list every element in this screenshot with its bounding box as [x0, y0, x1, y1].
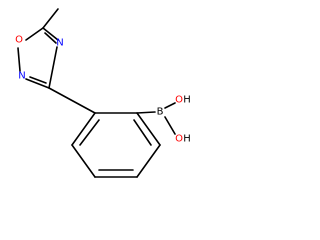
bond-benz-3-4	[136, 144, 161, 178]
atom-oh1-h-label: H	[183, 95, 191, 106]
bond-c3-n2-double	[29, 76, 47, 84]
bond-benz-6-1-double	[79, 119, 100, 146]
bond-b-oh2	[164, 116, 176, 135]
bond-c5-n4-double	[44, 32, 57, 44]
bond-c3-n2	[25, 78, 50, 89]
bond-aryl-b	[136, 111, 156, 114]
bond-benz-5-6	[71, 144, 96, 178]
bond-n4-c3	[48, 46, 58, 89]
bond-benz-6-1	[71, 112, 96, 146]
atom-n4-label: N	[56, 38, 63, 49]
molecule-svg: O N N B O H O H	[15, 8, 191, 178]
molecule-structure-diagram: O N N B O H O H	[15, 8, 191, 178]
atom-oh1-o-label: O	[175, 95, 183, 106]
atom-o1-label: O	[15, 35, 23, 46]
bond-b-oh1	[164, 102, 176, 109]
atom-n2-label: N	[18, 71, 25, 82]
bond-c5-methyl	[42, 8, 59, 29]
atom-oh2-h-label: H	[183, 134, 191, 145]
bond-benz-2-3	[136, 112, 161, 146]
bond-c5-n4	[42, 27, 59, 41]
atom-oh2-o-label: O	[175, 134, 183, 145]
bond-c3-aryl	[48, 87, 96, 114]
bond-n2-o1	[17, 47, 21, 72]
bond-benz-2-3-double	[133, 119, 152, 146]
atom-b-label: B	[157, 107, 164, 118]
bond-o1-c5	[25, 27, 44, 41]
